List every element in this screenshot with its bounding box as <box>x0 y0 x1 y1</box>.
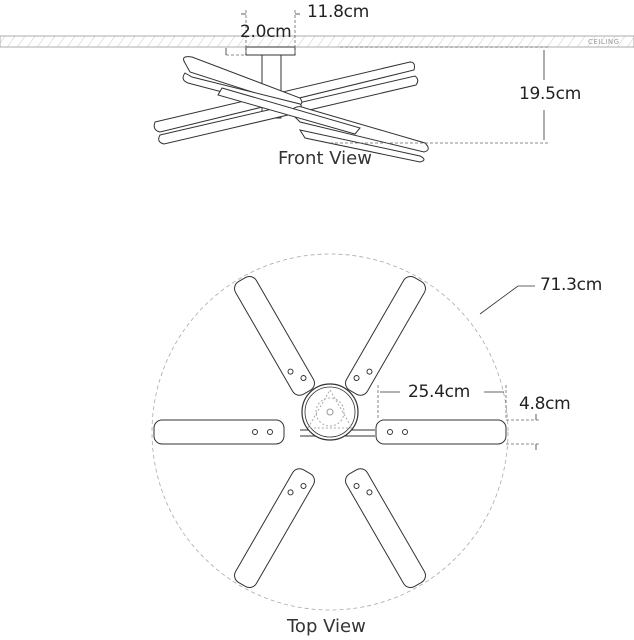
top-view-drawing <box>151 253 540 611</box>
diameter-circle <box>151 253 509 611</box>
blade-length-label: 25.4cm <box>408 382 470 402</box>
front-view-caption: Front View <box>278 148 372 169</box>
canopy-width-label: 11.8cm <box>307 2 369 22</box>
canopy-height-label: 2.0cm <box>240 22 292 42</box>
diameter-label: 71.3cm <box>540 275 602 295</box>
ceiling-hatch <box>0 35 634 48</box>
overall-height-label: 19.5cm <box>519 84 581 104</box>
front-view-drawing <box>0 10 634 163</box>
top-view-caption: Top View <box>287 616 366 637</box>
ceiling-label: CEILING <box>588 38 620 46</box>
blade-width-label: 4.8cm <box>519 394 571 414</box>
blades <box>153 276 507 588</box>
